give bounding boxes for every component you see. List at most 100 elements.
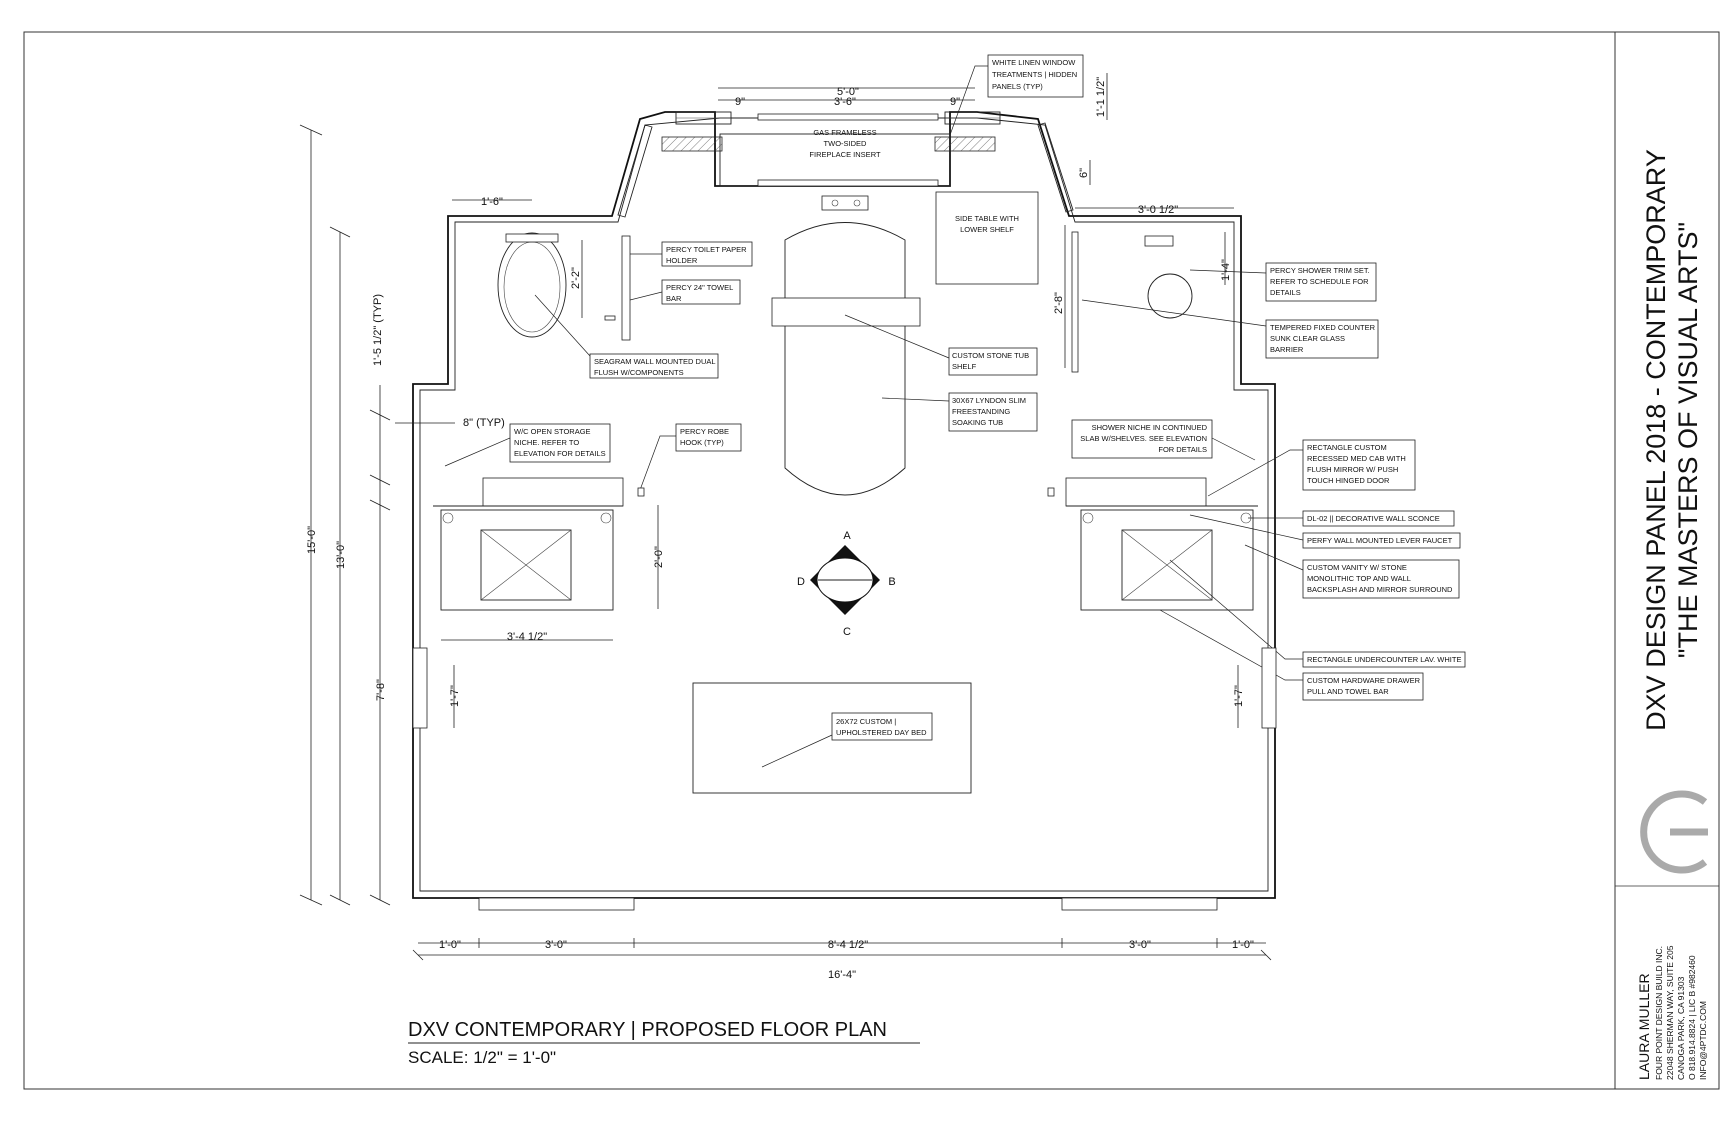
towel-bar-line2: BAR [666, 294, 682, 303]
shower-area [1071, 231, 1193, 373]
dim-toilet-offset: 2'-2" [570, 267, 582, 289]
dimension-lines [299, 73, 1272, 961]
drawer-pull-line1: CUSTOM HARDWARE DRAWER [1307, 676, 1421, 685]
tub-label-line1: 30X67 LYNDON SLIM [952, 396, 1026, 405]
vanity-line1: CUSTOM VANITY W/ STONE [1307, 563, 1407, 572]
vanity-line2: MONOLITHIC TOP AND WALL [1307, 574, 1411, 583]
dim-left-alcove: 1'-5 1/2" (TYP) [372, 294, 384, 366]
dim-left-window: 1'-7" [449, 685, 461, 707]
drawing-scale: SCALE: 1/2" = 1'-0" [408, 1048, 556, 1067]
firm-line-4: O 818.914.8824 | LIC B #982460 [1687, 955, 1697, 1080]
drawer-pull-line2: PULL AND TOWEL BAR [1307, 687, 1389, 696]
window-treatment-line3: PANELS (TYP) [992, 82, 1043, 91]
day-bed-line1: 26X72 CUSTOM | [836, 717, 896, 726]
shower-trim-line3: DETAILS [1270, 288, 1301, 297]
lav-line1: RECTANGLE UNDERCOUNTER LAV. WHITE [1307, 655, 1461, 664]
glass-barrier-callout [1081, 299, 1379, 359]
robe-hook-line1: PERCY ROBE [680, 427, 729, 436]
wall-mounted-toilet [497, 232, 631, 341]
dim-shower-width: 3'-0 1/2" [1138, 204, 1178, 216]
tub-label-line2: FREESTANDING [952, 407, 1010, 416]
dim-inner-height: 13'-0" [335, 541, 347, 569]
dim-fire-angle: 6" [1078, 168, 1090, 178]
sconce-callout [1248, 510, 1455, 527]
shower-niche-line1: SHOWER NICHE IN CONTINUED [1092, 423, 1208, 432]
towel-bar-callout [629, 279, 741, 305]
day-bed-line2: UPHOLSTERED DAY BED [836, 728, 927, 737]
section-marker-a: A [843, 530, 851, 542]
faucet-line1: PERFY WALL MOUNTED LEVER FAUCET [1307, 536, 1453, 545]
section-marker-d: D [797, 576, 805, 588]
fireplace-label-line3: FIREPLACE INSERT [809, 150, 881, 159]
stone-shelf-callout [844, 314, 1038, 376]
faucet-callout [1189, 514, 1461, 549]
dim-fire-depth: 1'-1 1/2" [1095, 77, 1107, 117]
toilet-paper-line2: HOLDER [666, 256, 698, 265]
glass-barrier-line2: SUNK CLEAR GLASS [1270, 334, 1345, 343]
shower-trim-line1: PERCY SHOWER TRIM SET. [1270, 266, 1370, 275]
shower-niche-line3: FOR DETAILS [1158, 445, 1207, 454]
project-title: DXV DESIGN PANEL 2018 - CONTEMPORARY [1641, 149, 1671, 731]
tub-label-line3: SOAKING TUB [952, 418, 1003, 427]
toilet-paper-callout [630, 241, 753, 267]
side-table-label-line1: SIDE TABLE WITH [955, 214, 1019, 223]
section-marker-b: B [888, 576, 895, 588]
window-treatment-line1: WHITE LINEN WINDOW [992, 58, 1076, 67]
dim-fire-width: 5'-0" [837, 86, 859, 98]
shower-trim-line2: REFER TO SCHEDULE FOR [1270, 277, 1369, 286]
right-window [1261, 647, 1277, 729]
bay-window-right [944, 111, 1074, 213]
bottom-window-right [1061, 897, 1218, 911]
fireplace-label-line2: TWO-SIDED [824, 139, 867, 148]
side-table [935, 191, 1039, 285]
bottom-window-left [478, 897, 635, 911]
med-cab-line2: RECESSED MED CAB WITH [1307, 454, 1406, 463]
dim-overall-width: 16'-4" [828, 969, 856, 981]
dim-bottom-e: 1'-0" [1232, 939, 1254, 951]
toilet-label-line2: FLUSH W/COMPONENTS [594, 368, 684, 377]
dim-bottom-a: 1'-0" [439, 939, 461, 951]
dim-bottom-b: 3'-0" [545, 939, 567, 951]
toilet-paper-line1: PERCY TOILET PAPER [666, 245, 747, 254]
right-vanity [1047, 477, 1258, 611]
designer-name: LAURA MULLER [1636, 973, 1652, 1080]
sconce-line1: DL-02 || DECORATIVE WALL SCONCE [1307, 514, 1440, 523]
shower-niche-line2: SLAB W/SHELVES. SEE ELEVATION [1080, 434, 1207, 443]
side-table-label-line2: LOWER SHELF [960, 225, 1014, 234]
fireplace-label-line1: GAS FRAMELESS [813, 128, 876, 137]
sheet-border [23, 31, 1720, 1090]
project-subtitle: "THE MASTERS OF VISUAL ARTS" [1673, 222, 1703, 658]
freestanding-tub [771, 195, 921, 496]
glass-barrier-line1: TEMPERED FIXED COUNTER [1270, 323, 1376, 332]
section-marker [810, 545, 880, 615]
toilet-callout [534, 294, 719, 379]
firm-line-3: CANOGA PARK, CA 91303 [1676, 976, 1686, 1080]
dim-lower-height: 7'-8" [375, 679, 387, 701]
day-bed-callout [761, 712, 933, 768]
dim-niche-typ: 8" (TYP) [463, 417, 505, 429]
robe-hook-callout [639, 423, 742, 491]
drawing-title: DXV CONTEMPORARY | PROPOSED FLOOR PLAN [408, 1019, 887, 1041]
med-cab-line1: RECTANGLE CUSTOM [1307, 443, 1387, 452]
firm-line-1: FOUR POINT DESIGN BUILD INC. [1654, 946, 1664, 1080]
shower-niche-callout [1071, 419, 1256, 461]
day-bed [692, 682, 972, 794]
dim-overall-height: 15'-0" [306, 526, 318, 554]
robe-hook-line2: HOOK (TYP) [680, 438, 724, 447]
dim-fire-right: 9" [950, 96, 960, 108]
stone-shelf-line1: CUSTOM STONE TUB [952, 351, 1029, 360]
dim-shower-head: 1'-4" [1220, 259, 1232, 281]
room-walls [412, 111, 1276, 899]
drawer-pull-callout [1159, 609, 1424, 701]
dim-vanity-depth: 2'-0" [653, 546, 665, 568]
window-treatment-callout [949, 54, 1084, 136]
dim-bottom-c: 8'-4 1/2" [828, 939, 868, 951]
shower-trim-callout [1189, 262, 1377, 302]
window-treatment-line2: TREATMENTS | HIDDEN [992, 70, 1077, 79]
section-marker-c: C [843, 626, 851, 638]
firm-line-2: 22048 SHERMAN WAY, SUITE 205 [1665, 945, 1675, 1080]
towel-bar-line1: PERCY 24" TOWEL [666, 283, 733, 292]
dim-shower-glass: 2'-8" [1053, 292, 1065, 314]
med-cab-callout [1207, 439, 1416, 497]
